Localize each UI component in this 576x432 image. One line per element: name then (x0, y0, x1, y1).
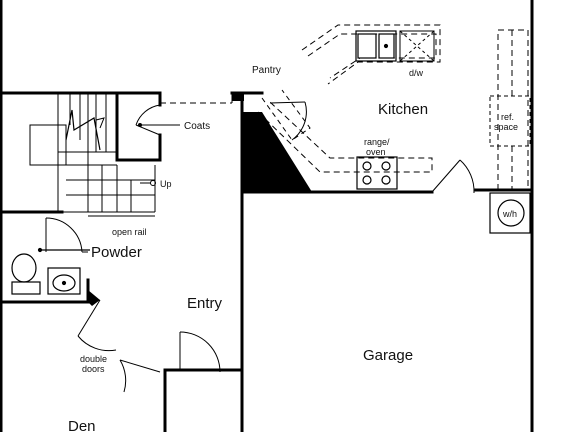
dw-label: d/w (409, 68, 424, 78)
entry-label: Entry (187, 295, 223, 312)
double-doors-label-1: double (80, 354, 107, 364)
range-oven (356, 156, 398, 190)
dishwasher (399, 30, 435, 62)
water-heater (489, 192, 531, 234)
garage-label: Garage (363, 347, 413, 364)
sink (355, 30, 397, 62)
double-doors-label-2: doors (82, 364, 105, 374)
coats-marker (138, 123, 180, 127)
labels: Kitchen Entry Garage Den Powder Pantry C… (68, 65, 518, 432)
kitchen-label: Kitchen (378, 101, 428, 118)
powder-label: Powder (91, 244, 142, 261)
stairs (29, 93, 156, 217)
doors (45, 101, 475, 393)
range-label-2: oven (366, 147, 386, 157)
ref-label-1: ref. (501, 112, 514, 122)
range-label-1: range/ (364, 137, 390, 147)
up-label: Up (160, 179, 172, 189)
kitchen-counters (159, 24, 529, 191)
refrigerator-space (489, 95, 531, 147)
powder-fixtures (11, 247, 90, 295)
coats-label: Coats (184, 121, 210, 132)
solid-wall-blocks (88, 93, 312, 306)
ref-label-2: space (494, 122, 518, 132)
open-rail-label: open rail (112, 227, 147, 237)
wh-label: w/h (502, 209, 517, 219)
pantry-label: Pantry (252, 65, 281, 76)
den-label: Den (68, 418, 96, 432)
